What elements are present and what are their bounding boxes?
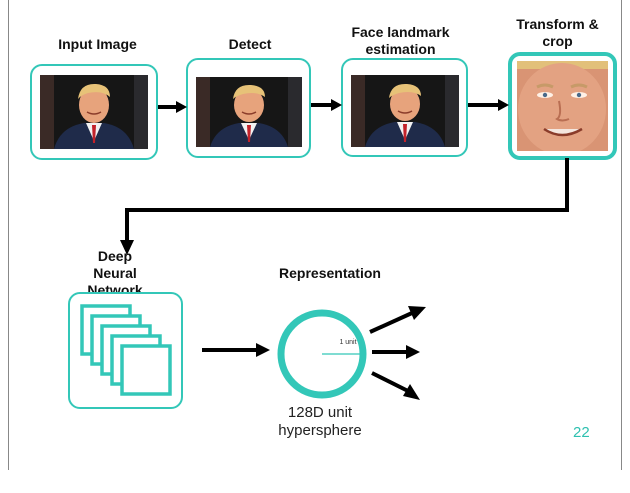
dnn-frame [68, 292, 183, 409]
landmark-frame [341, 58, 468, 157]
hypersphere-caption: 128D unit hypersphere [278, 404, 362, 439]
label-face-landmark: Face landmark estimation [351, 24, 450, 57]
circle-icon [277, 309, 367, 399]
slide-border-left [8, 0, 9, 470]
slide-border-right [621, 0, 622, 470]
elbow-arrow-icon [120, 158, 569, 255]
label-representation: Representation [279, 265, 381, 281]
label-input-image: Input Image [58, 36, 137, 52]
label-detect: Detect [228, 36, 272, 52]
transform-crop-frame [508, 52, 617, 160]
input-image-frame [30, 64, 158, 160]
stacked-layers-icon [80, 304, 172, 396]
face-crop-photo-icon [517, 61, 608, 151]
arrow-icon [311, 99, 342, 111]
portrait-photo-icon [40, 75, 148, 149]
detect-frame [186, 58, 311, 158]
output-vectors-icon [369, 306, 426, 400]
portrait-photo-icon [351, 75, 459, 147]
arrow-icon [202, 343, 270, 357]
portrait-photo-icon [196, 77, 302, 147]
arrow-icon [158, 101, 187, 113]
label-transform-crop: Transform & crop [516, 16, 599, 49]
arrow-icon [468, 99, 509, 111]
unit-label: 1 unit [339, 339, 357, 346]
page-number: 22 [573, 424, 590, 441]
